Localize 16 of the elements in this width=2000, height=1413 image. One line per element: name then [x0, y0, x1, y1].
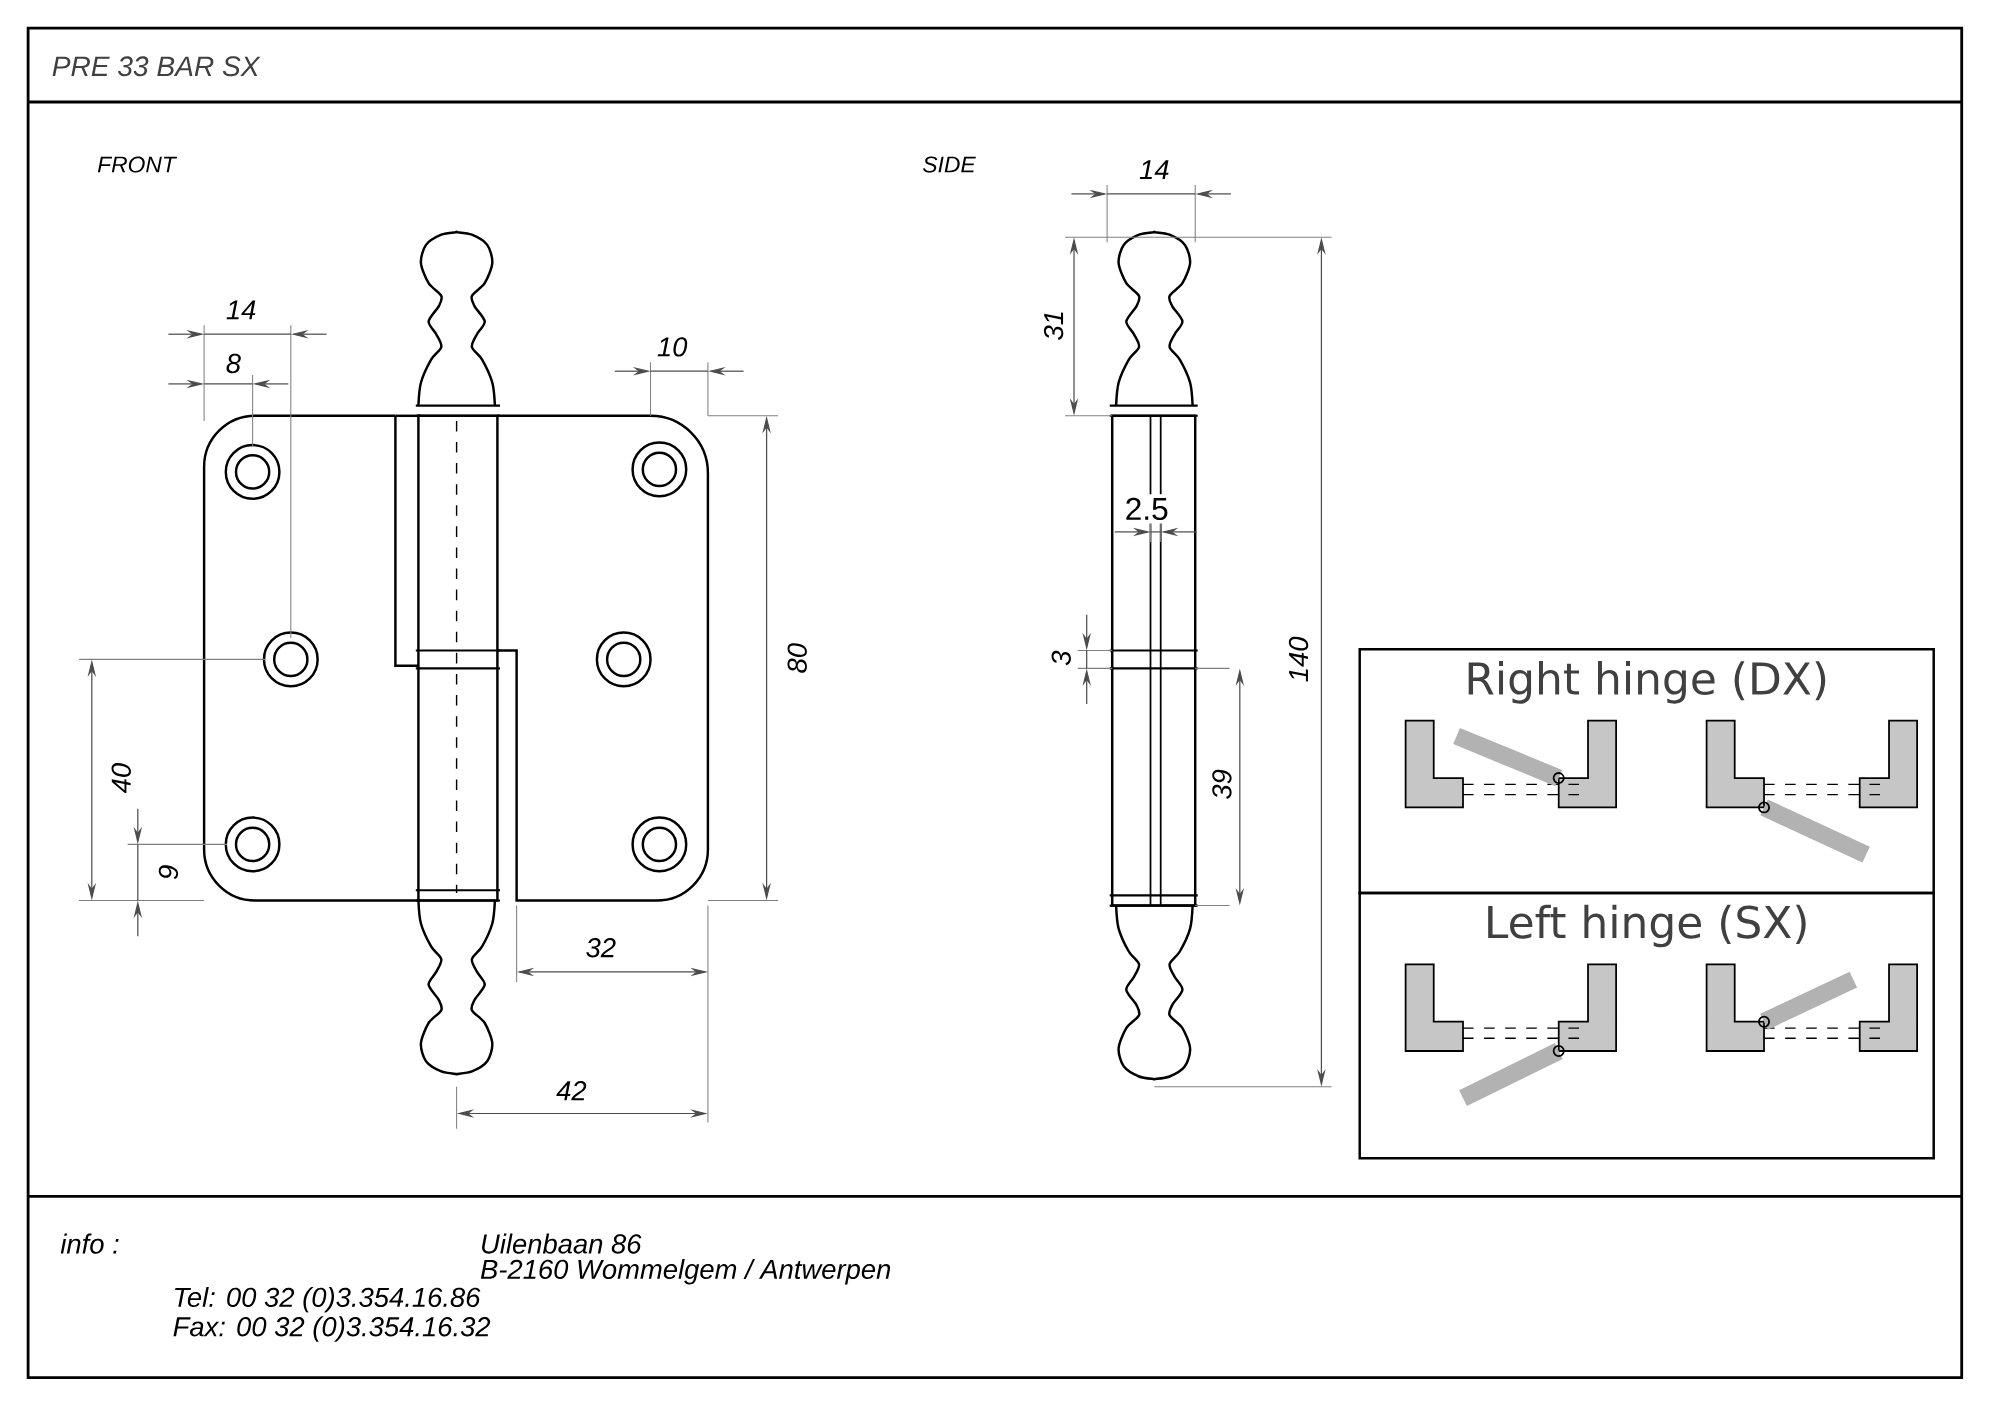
dimension-value: 32 [582, 934, 620, 961]
hinge-type-panel: Left hinge (SX) [1358, 891, 1935, 1160]
dimension-value: 8 [222, 350, 245, 377]
dimension-value: 40 [108, 759, 135, 797]
fax-text: Fax: 00 32 (0)3.354.16.32 [169, 1312, 495, 1346]
dimension-value: 2.5 [1121, 494, 1173, 524]
dimension-value: 3 [1048, 646, 1075, 670]
dimension-value: 140 [1285, 632, 1312, 686]
dimension-value: 9 [155, 861, 182, 884]
dimension-value: 14 [222, 296, 260, 323]
dimension-value: 31 [1040, 306, 1067, 344]
dimension-value: 10 [653, 333, 691, 360]
hinge-type-panel: Right hinge (DX) [1358, 647, 1935, 894]
drawing-title: PRE 33 BAR SX [52, 56, 261, 77]
dimension-value: 80 [784, 639, 811, 677]
contact-label: info : [56, 1229, 124, 1258]
